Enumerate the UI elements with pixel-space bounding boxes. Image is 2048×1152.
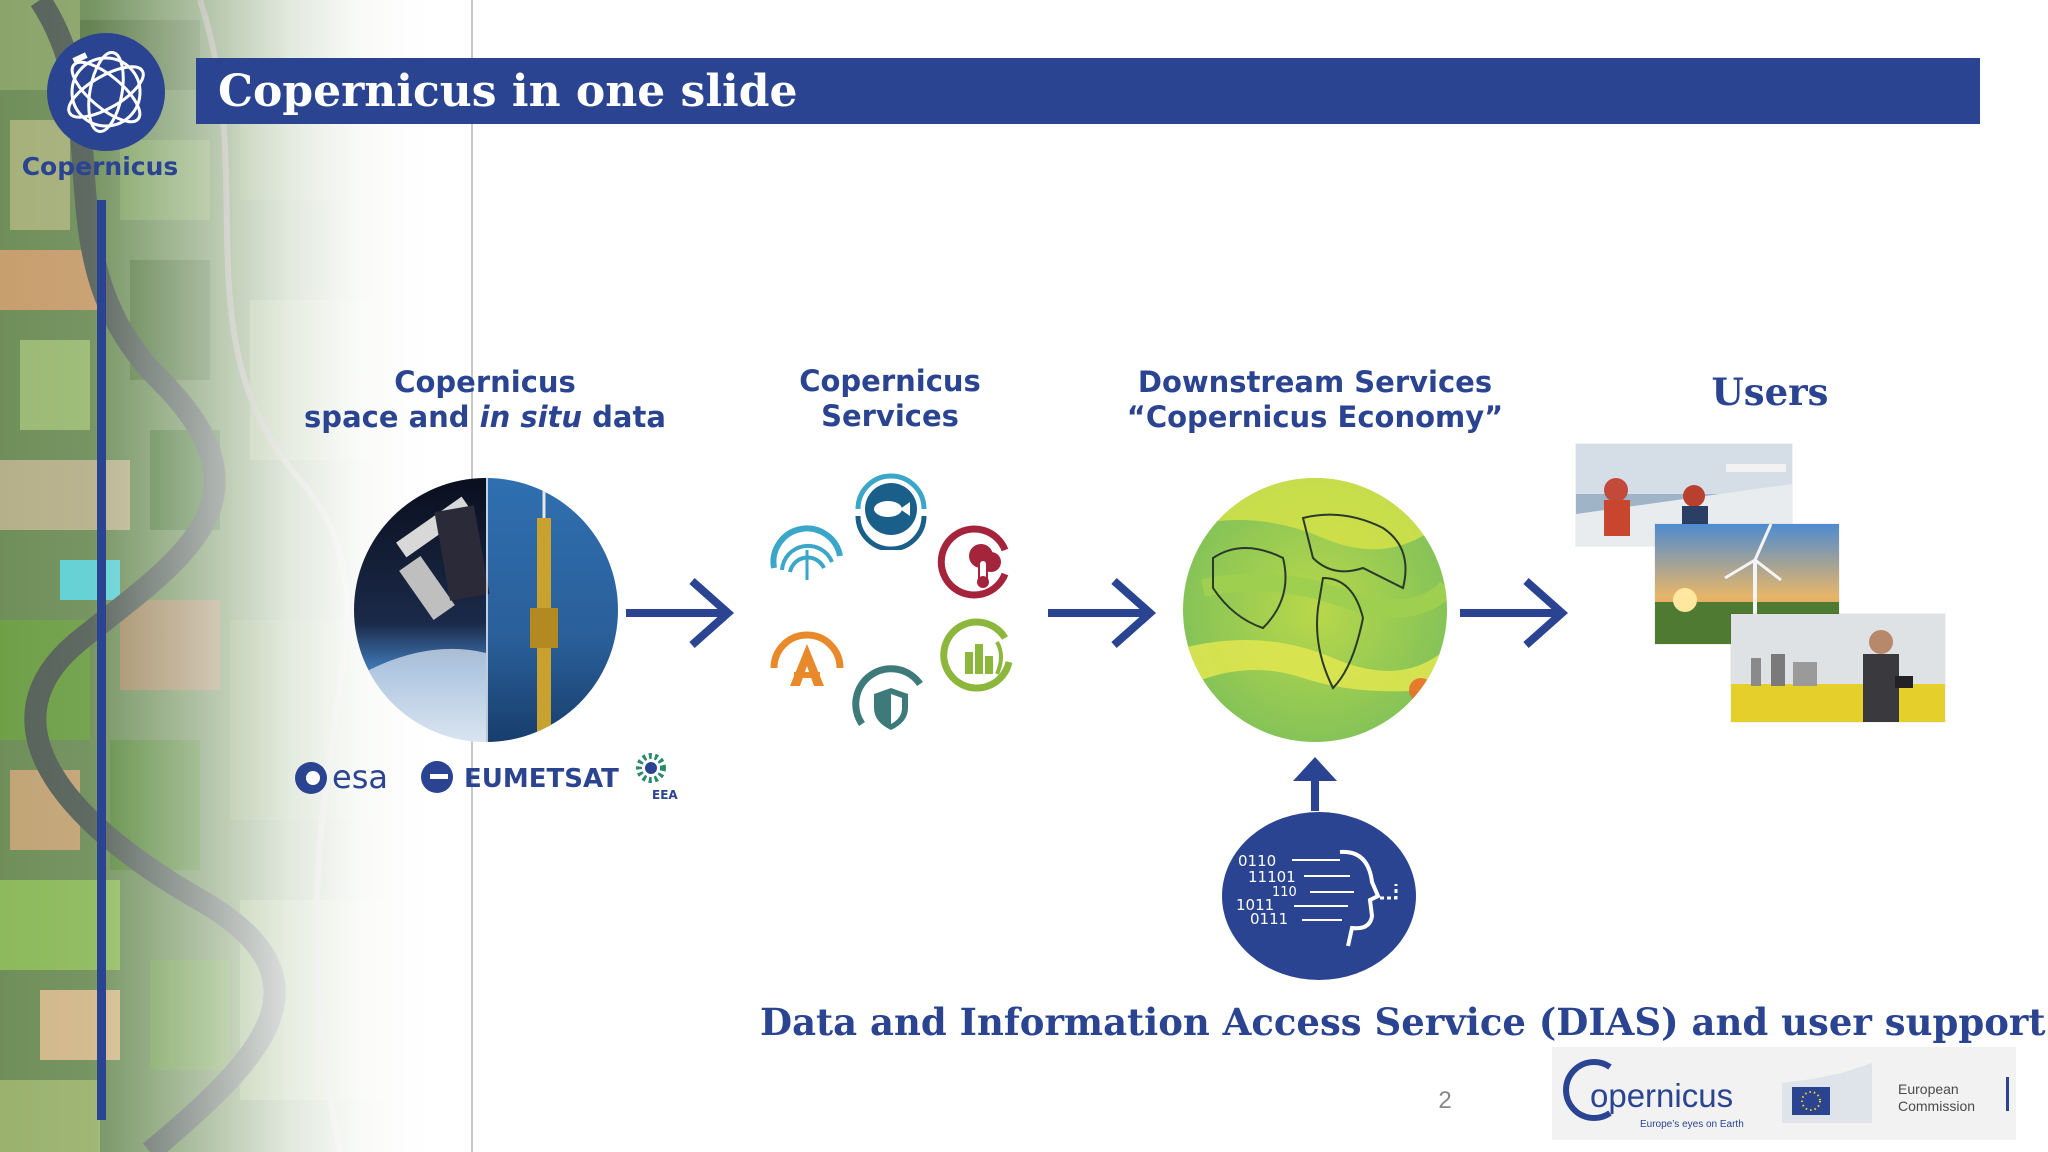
footer-logos: opernicus Europe’s eyes on Earth Europea… [1552, 1047, 2016, 1140]
ec-line-1: European [1898, 1081, 1959, 1097]
heading-downstream-line1: Downstream Services [1137, 365, 1493, 399]
eumetsat-mark-icon [421, 761, 453, 793]
marine-fish-icon [850, 468, 932, 552]
climate-globe-map [1183, 478, 1447, 742]
heading-users: Users [1711, 370, 1829, 414]
dias-binary-line-4: 1011 [1236, 896, 1274, 914]
heading-space-data: Copernicus space and in situ data [290, 365, 680, 435]
esa-mark-icon [295, 762, 327, 794]
heading-downstream-line2: “Copernicus Economy” [1126, 400, 1504, 434]
user-photo-farmer [1731, 614, 1945, 722]
dias-caption: Data and Information Access Service (DIA… [760, 1000, 2046, 1044]
eu-flag-icon [1782, 1063, 1872, 1123]
dias-binary-line-2: 11101 [1248, 868, 1296, 886]
heading-space-data-line1: Copernicus [394, 365, 576, 399]
dias-binary-line-3: 110 [1272, 885, 1297, 900]
eea-mark-icon [636, 753, 666, 783]
atmosphere-globe-icon [766, 520, 848, 602]
slide-title: Copernicus in one slide [218, 66, 798, 117]
eea-label: EEA [652, 788, 678, 802]
arrow-right-icon [626, 578, 735, 648]
arrow-right-icon [1048, 578, 1157, 648]
ec-line-2: Commission [1898, 1098, 1976, 1114]
copernicus-footer-logo: opernicus Europe’s eyes on Earth [1560, 1055, 1760, 1131]
security-shield-icon [850, 664, 932, 746]
copernicus-c-icon [1563, 1059, 1612, 1121]
european-commission-logo: European Commission [1782, 1061, 2012, 1127]
heading-downstream: Downstream Services “Copernicus Economy” [1110, 365, 1520, 435]
left-accent-line [97, 200, 106, 1120]
dias-ai-head-image: 0110 11101 110 1011 0111 [1222, 812, 1416, 980]
dias-binary-line-5: 0111 [1250, 910, 1288, 928]
esa-logo: esa [294, 758, 404, 796]
heading-services-line2: Services [821, 399, 959, 433]
space-insitu-image [354, 478, 618, 742]
ec-accent-bar [2006, 1077, 2009, 1111]
esa-label: esa [332, 758, 388, 796]
page-number: 2 [1438, 1087, 1452, 1114]
copernicus-footer-wordmark: opernicus [1590, 1077, 1734, 1114]
heading-space-data-line2: space and in situ data [304, 400, 666, 434]
title-bar: Copernicus in one slide [196, 58, 1980, 124]
satellite-globe-icon [67, 51, 145, 133]
heading-services-line1: Copernicus [799, 364, 981, 398]
climate-thermometer-icon [935, 520, 1017, 602]
arrow-up-icon [1293, 757, 1337, 811]
eea-logo: EEA [626, 748, 686, 804]
eumetsat-label: EUMETSAT [464, 764, 619, 794]
dias-binary-line-1: 0110 [1238, 852, 1276, 870]
copernicus-logo [47, 33, 165, 151]
logo-label: Copernicus [21, 152, 179, 181]
eumetsat-logo: EUMETSAT [420, 760, 619, 796]
heading-services: Copernicus Services [770, 364, 1010, 434]
arrow-right-icon [1460, 578, 1569, 648]
emergency-icon [766, 618, 848, 700]
copernicus-footer-tagline: Europe’s eyes on Earth [1640, 1119, 1744, 1130]
land-icon [935, 612, 1017, 694]
